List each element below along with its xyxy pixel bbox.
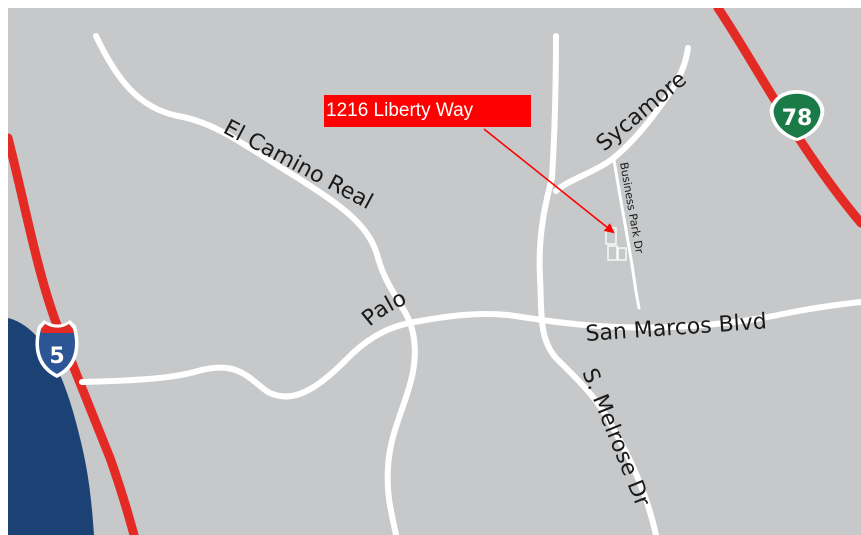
address-callout: 1216 Liberty Way — [324, 95, 531, 127]
road-sycamore — [553, 45, 691, 194]
land-area — [8, 8, 861, 535]
road-north-connector — [549, 33, 559, 181]
map-frame: El Camino Real Palomar Airport Rd San Ma… — [8, 8, 861, 535]
road-palomar-airport-san-marcos — [79, 299, 861, 400]
road-business-park-dr — [612, 158, 641, 310]
interstate-5-shield: 5 — [35, 320, 79, 378]
road-el-camino-real — [93, 33, 418, 535]
state-route-78-shield: 78 — [769, 90, 825, 141]
road-s-melrose-dr — [536, 175, 659, 535]
interstate-shield-number: 5 — [49, 344, 64, 369]
map-canvas: El Camino Real Palomar Airport Rd San Ma… — [8, 8, 861, 535]
arrow-pointer-icon — [483, 128, 615, 234]
state-route-shield-number: 78 — [782, 106, 813, 131]
ocean-water — [8, 318, 94, 535]
